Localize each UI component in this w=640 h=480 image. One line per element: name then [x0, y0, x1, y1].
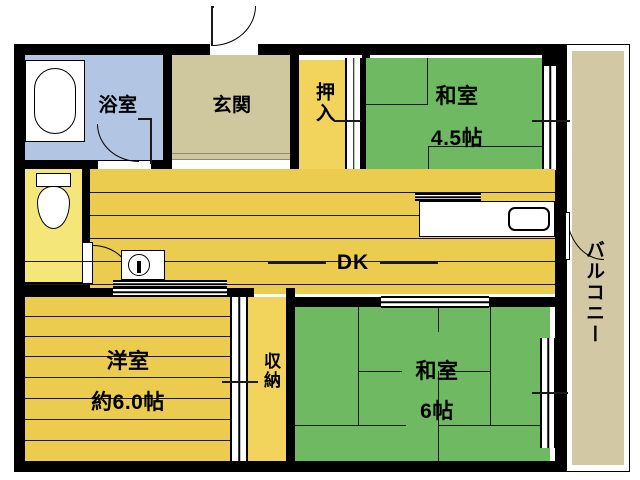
- entrance-door-head: [211, 6, 214, 8]
- youshitsu-size-label: 約6.0帖: [91, 391, 165, 414]
- washitsu6-tatami-line-9: [438, 371, 439, 425]
- wall-washitsu45-east: [542, 55, 555, 66]
- dk-floor-line-2: [90, 215, 555, 216]
- youshitsu-name-label: 洋室: [106, 350, 150, 373]
- washitsu45-tatami-line-5: [428, 146, 482, 147]
- washitsu45-floor: [366, 58, 542, 181]
- youshitsu-floor-line-6: [25, 419, 230, 420]
- balcony-label: バルコニー: [583, 240, 604, 345]
- genkan-label: 玄関: [212, 95, 252, 116]
- washing-machine-tab: [137, 261, 141, 273]
- wall-bath-genkan: [163, 55, 172, 160]
- youshitsu-floor-line-4: [25, 377, 230, 378]
- washitsu6-tatami-line-1: [358, 307, 359, 425]
- kitchen-upper-cabinet: [415, 193, 481, 201]
- youshitsu-floor-line-2: [25, 336, 230, 337]
- youshitsu-sliding-door-north: [113, 287, 227, 297]
- washitsu45-east-door-marker: [532, 120, 570, 122]
- toilet-bowl-overlay: [37, 186, 70, 229]
- washitsu6-tatami-line-7: [358, 371, 402, 372]
- wall-toilet-bottom-overlay: [25, 282, 90, 291]
- shuunou-door-marker: [222, 381, 258, 383]
- entrance-door-arc: [212, 6, 256, 46]
- toilet-tank-overlay: [36, 173, 71, 187]
- genkan-step: [172, 153, 290, 160]
- youshitsu-floor-line-5: [25, 398, 230, 399]
- washitsu45-tatami-line-3: [480, 146, 542, 147]
- washitsu6-east-door-marker: [532, 392, 568, 394]
- wall-top: [14, 44, 566, 55]
- washitsu45-sliding-door-east: [542, 66, 558, 170]
- entrance-door-opening: [210, 44, 258, 55]
- shuunou-sliding-door: [230, 297, 248, 461]
- youshitsu-floor: [25, 297, 230, 461]
- washitsu6-size-label: 6帖: [420, 400, 454, 423]
- shuunou-label: 収納: [261, 352, 280, 390]
- washitsu6-tatami-line-8: [440, 371, 490, 372]
- washitsu6-tatami-line-4: [490, 425, 550, 426]
- shuunou-floor: [248, 297, 286, 461]
- washitsu45-size-label: 4.5帖: [430, 127, 484, 150]
- washitsu45-tatami-line-2: [427, 58, 428, 104]
- wall-left: [14, 44, 25, 472]
- kitchen-sink: [508, 207, 550, 231]
- washitsu6-tatami-line-3: [490, 307, 491, 425]
- oshiire-door-marker: [334, 120, 372, 122]
- washitsu45-name-label: 和室: [435, 85, 479, 108]
- dk-floor-line-5: [25, 284, 555, 285]
- washitsu6-tatami-line-10: [438, 425, 439, 461]
- dk-floor-line-4: [25, 261, 555, 262]
- youshitsu-floor-line-1: [25, 316, 230, 317]
- washitsu6-tatami-line-2: [295, 425, 358, 426]
- bath-label: 浴室: [98, 95, 138, 116]
- washitsu6-name-label: 和室: [415, 360, 459, 383]
- wall-bottom: [14, 461, 566, 472]
- dk-floor-line-3: [90, 238, 555, 239]
- wall-genkan-oshiire: [290, 55, 299, 185]
- youshitsu-floor-line-3: [25, 356, 230, 357]
- genkan-floor: [172, 55, 290, 158]
- washitsu6-tatami-line-6: [438, 425, 490, 426]
- washitsu45-tatami-line-4: [428, 146, 429, 181]
- youshitsu-floor-line-7: [25, 440, 230, 441]
- washitsu6-tatami-line-5: [358, 425, 406, 426]
- entrance-door-panel: [211, 6, 213, 46]
- washitsu6-sliding-door-north: [381, 296, 489, 308]
- dk-floor-line-1: [90, 192, 555, 193]
- washitsu6-tatami-line-11: [438, 307, 439, 332]
- bathtub-basin: [34, 68, 76, 134]
- toilet-door-panel-overlay[interactable]: [82, 242, 93, 284]
- washitsu45-tatami-line-1: [366, 104, 428, 105]
- wall-shuunou-right: [286, 288, 295, 461]
- dk-leader-right: [380, 262, 438, 264]
- bath-door-head: [138, 118, 152, 120]
- dk-label: DK: [336, 251, 370, 274]
- dk-leader-left: [268, 262, 326, 264]
- wall-toilet-right-overlay: [82, 169, 90, 242]
- oshiire-label: 押入: [313, 82, 334, 124]
- wall-dk-balcony: [555, 191, 566, 294]
- washitsu6-floor: [295, 307, 550, 461]
- bath-door-jamb: [150, 118, 152, 164]
